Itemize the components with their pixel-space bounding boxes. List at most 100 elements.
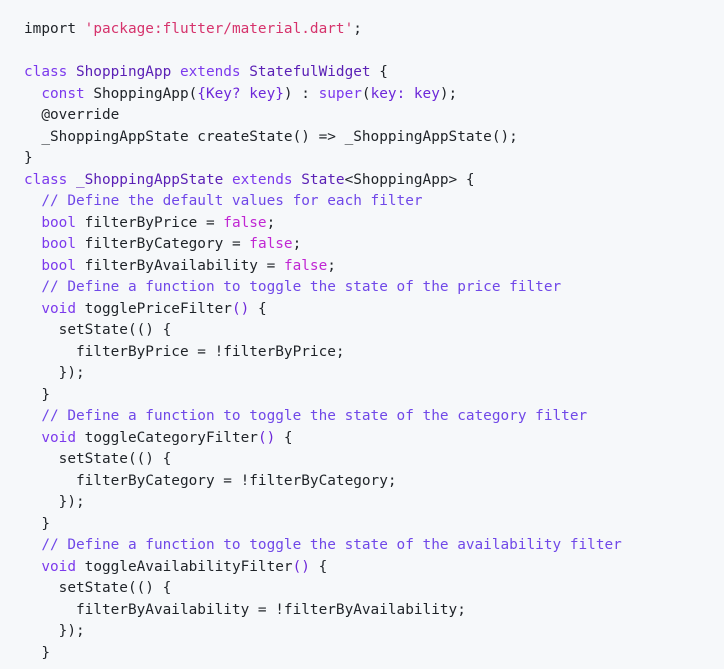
code-line: const ShoppingApp({Key? key}) : super(ke… <box>24 84 724 106</box>
code-token: } <box>24 150 33 166</box>
code-token: ; <box>353 21 362 37</box>
code-token: bool <box>41 214 85 231</box>
code-token: togglePriceFilter <box>84 300 232 317</box>
code-line: // Define a function to toggle the state… <box>24 406 724 428</box>
code-token <box>24 559 41 575</box>
code-token: // Define a function to toggle the state… <box>24 408 588 424</box>
code-line: filterByPrice = !filterByPrice; <box>24 342 724 364</box>
code-token: } <box>24 644 50 661</box>
code-token <box>24 258 41 274</box>
code-token: { <box>309 558 328 575</box>
code-token: false <box>249 236 293 252</box>
code-token <box>24 215 41 231</box>
code-token: filterByAvailability = !filterByAvailabi… <box>24 601 466 618</box>
code-token: 'package:flutter/material.dart' <box>84 21 354 37</box>
code-line: class _ShoppingAppState extends State<Sh… <box>24 170 724 192</box>
code-token: void <box>41 429 85 446</box>
code-line: void togglePriceFilter() { <box>24 299 724 321</box>
code-token: toggleCategoryFilter <box>84 429 258 446</box>
code-token: // Define the default values for each fi… <box>24 193 423 209</box>
code-token: filterByCategory = <box>84 236 250 252</box>
code-line: } <box>24 148 724 170</box>
code-token: () <box>257 429 276 446</box>
code-token: class <box>24 171 76 188</box>
code-line <box>24 41 724 63</box>
code-line: filterByCategory = !filterByCategory; <box>24 471 724 493</box>
code-token: filterByAvailability = <box>84 257 284 274</box>
code-token: ( <box>361 85 371 102</box>
code-token: <ShoppingApp> { <box>344 171 475 188</box>
code-token: { <box>370 64 388 80</box>
code-token <box>24 236 41 252</box>
code-line: // Define the default values for each fi… <box>24 191 724 213</box>
code-token: toggleAvailabilityFilter <box>84 558 293 575</box>
code-line: } <box>24 385 724 407</box>
code-token: bool <box>41 236 85 252</box>
code-line: bool filterByAvailability = false; <box>24 256 724 278</box>
code-token: {Key? key} <box>197 85 284 102</box>
code-line: } <box>24 514 724 536</box>
code-token: { <box>275 429 293 446</box>
code-token: const <box>41 85 94 102</box>
code-token: setState(() { <box>24 580 172 596</box>
code-line: } <box>24 643 724 665</box>
code-token: ; <box>266 214 276 231</box>
code-line: class ShoppingApp extends StatefulWidget… <box>24 62 724 84</box>
code-line: @override <box>24 105 724 127</box>
code-line: import 'package:flutter/material.dart'; <box>24 19 724 41</box>
code-token: ShoppingApp <box>75 64 180 80</box>
code-line: setState(() { <box>24 320 724 342</box>
code-token: filterByCategory = !filterByCategory; <box>24 472 397 489</box>
code-token: void <box>41 558 85 575</box>
code-token: setState(() { <box>24 322 172 338</box>
code-token: { <box>249 300 267 317</box>
code-token: // Define a function to toggle the state… <box>24 537 622 553</box>
code-line: void toggleCategoryFilter() { <box>24 428 724 450</box>
code-line: _ShoppingAppState createState() => _Shop… <box>24 127 724 149</box>
code-token <box>24 301 41 317</box>
code-token: ) : <box>283 85 319 102</box>
code-token: class <box>24 64 76 80</box>
code-line: setState(() { <box>24 578 724 600</box>
code-token: }); <box>24 623 85 639</box>
code-token: filterByPrice = <box>84 214 224 231</box>
code-token: ); <box>439 85 458 102</box>
code-line: bool filterByCategory = false; <box>24 234 724 256</box>
code-line: }); <box>24 363 724 385</box>
code-token: super <box>318 85 362 102</box>
code-token: setState(() { <box>24 451 172 467</box>
code-token: filterByPrice = !filterByPrice; <box>24 343 345 360</box>
code-token: _ShoppingAppState createState() => _Shop… <box>24 128 518 145</box>
code-line: }); <box>24 621 724 643</box>
code-token: // Define a function to toggle the state… <box>24 279 562 295</box>
code-token: ; <box>327 257 336 274</box>
code-line: setState(() { <box>24 449 724 471</box>
code-token: void <box>41 300 85 317</box>
code-token: }); <box>24 494 85 510</box>
code-token: extends <box>231 171 302 188</box>
code-token: key: key <box>370 85 440 102</box>
code-token: }); <box>24 365 85 381</box>
code-line: // Define a function to toggle the state… <box>24 535 724 557</box>
code-line: }); <box>24 492 724 514</box>
code-token: StatefulWidget <box>249 64 371 80</box>
code-token <box>24 430 41 446</box>
code-line: // Define a function to toggle the state… <box>24 277 724 299</box>
code-token: ; <box>292 236 302 252</box>
code-token: _ShoppingAppState <box>75 171 232 188</box>
code-token: false <box>223 214 267 231</box>
code-token: false <box>283 257 328 274</box>
code-token: bool <box>41 257 85 274</box>
code-token <box>24 86 41 102</box>
code-token: () <box>292 558 310 575</box>
code-line: bool filterByPrice = false; <box>24 213 724 235</box>
code-token: ShoppingApp( <box>93 85 198 102</box>
code-line: filterByAvailability = !filterByAvailabi… <box>24 600 724 622</box>
code-token: State <box>301 171 345 188</box>
code-token: extends <box>179 64 250 80</box>
code-token: () <box>231 300 250 317</box>
code-token: } <box>24 515 50 532</box>
code-token: import <box>24 21 85 37</box>
code-token: @override <box>24 107 120 123</box>
